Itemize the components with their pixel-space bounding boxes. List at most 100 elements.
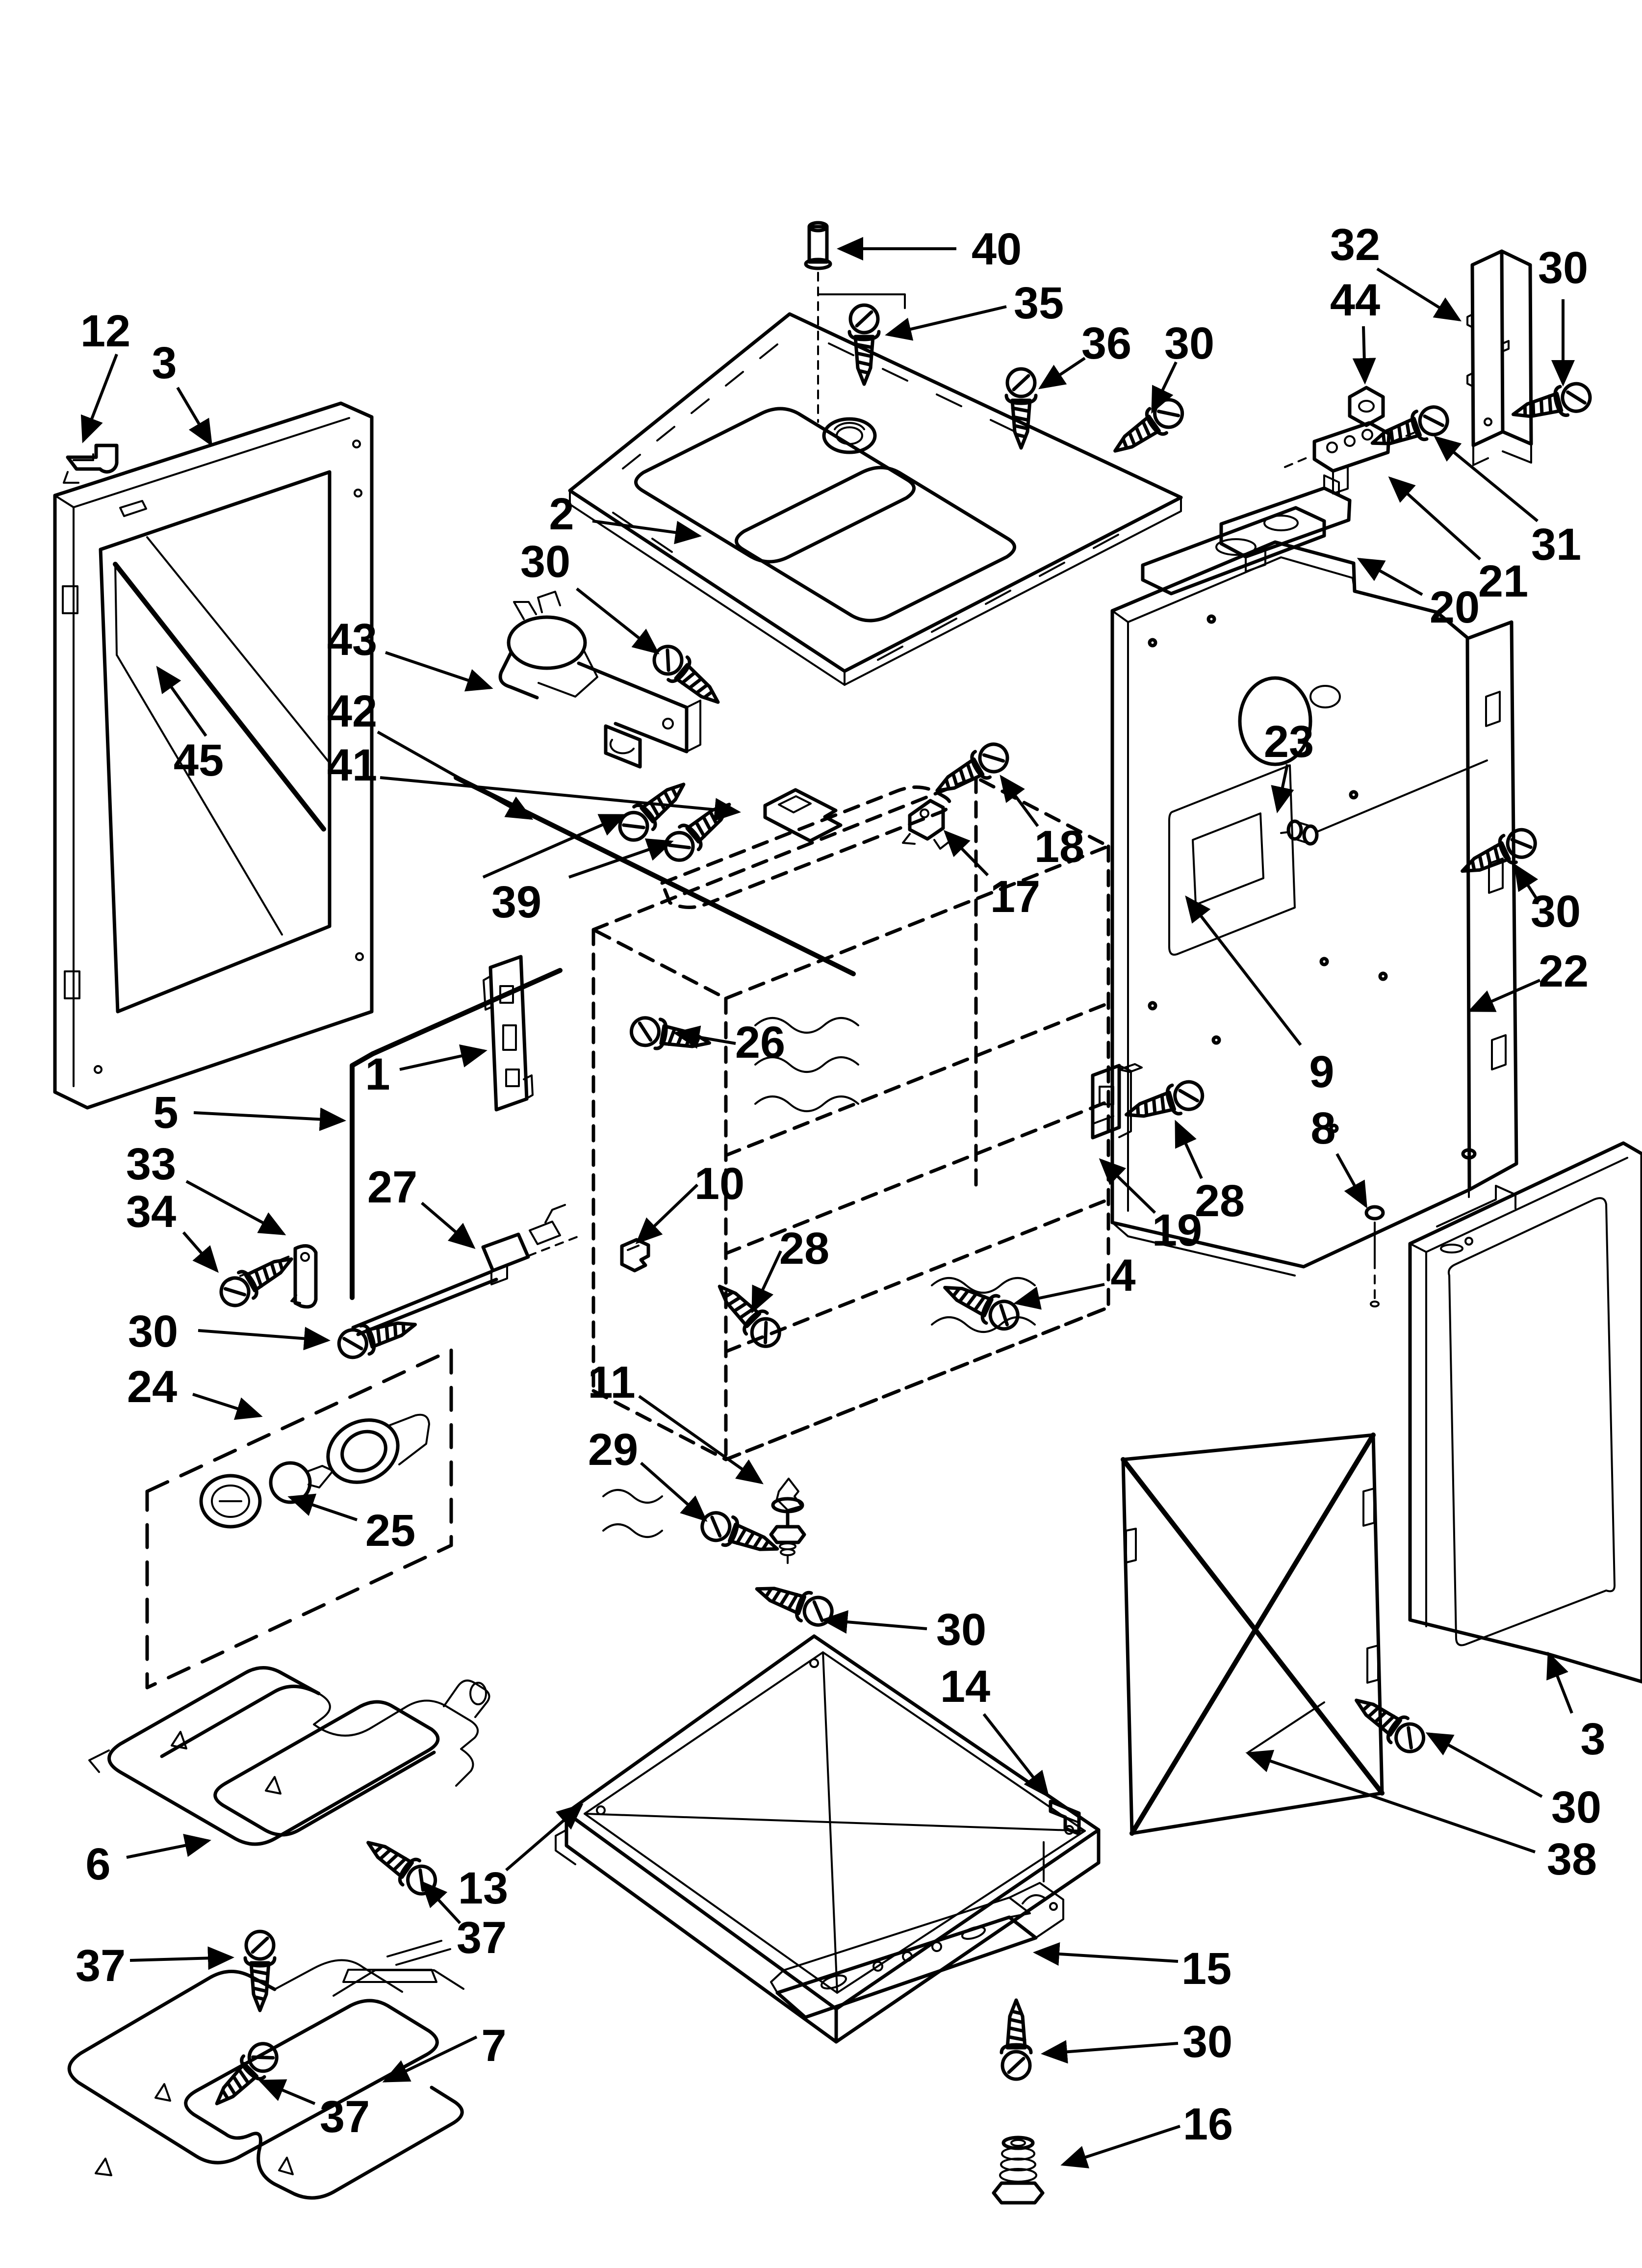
ground-bracket-19 — [1091, 1063, 1143, 1140]
spacer-nut-44 — [1348, 386, 1385, 427]
callout-29-arrow-0 — [640, 1461, 708, 1522]
callout-30-label-42: 30 — [936, 1605, 986, 1655]
callout-35-label-10: 35 — [1014, 278, 1064, 328]
callout-44-label-14: 44 — [1330, 275, 1380, 325]
callout-35-arrow-0 — [885, 305, 1007, 341]
callout-18-arrow-0 — [1000, 775, 1039, 827]
callout-36-arrow-0 — [1038, 357, 1086, 390]
callout-30-label-12: 30 — [1164, 318, 1214, 368]
callout-4-label-28: 4 — [1110, 1251, 1135, 1301]
callout-27-label-33: 27 — [367, 1162, 417, 1212]
oven-cavity — [591, 776, 1110, 1461]
callout-37-label-46: 37 — [76, 1941, 126, 1991]
callout-3-label-1: 3 — [152, 338, 177, 388]
callout-8-arrow-0 — [1335, 1153, 1367, 1209]
callout-28-label-32: 28 — [779, 1224, 829, 1274]
callout-33-label-35: 33 — [126, 1139, 176, 1189]
callout-39-arrow-1 — [568, 838, 674, 879]
callout-30-label-51: 30 — [1182, 2017, 1232, 2067]
callout-26-label-30: 26 — [735, 1017, 785, 1068]
callout-25-label-39: 25 — [365, 1506, 415, 1556]
broil-element-6 — [88, 1666, 490, 1846]
callout-33-arrow-0 — [185, 1180, 286, 1235]
cavity-insulation-waves — [602, 1017, 1036, 1538]
callout-20-label-18: 20 — [1430, 582, 1480, 632]
callout-30-arrow-0 — [576, 587, 660, 654]
callout-38-arrow-0 — [1245, 1749, 1536, 1853]
lock-plate-33 — [226, 1244, 318, 1309]
rear-panel-22 — [1110, 506, 1518, 1277]
callout-5-arrow-0 — [193, 1107, 346, 1131]
shelf-clip-10 — [620, 1238, 650, 1273]
screw-39a — [614, 773, 693, 846]
callout-11-label-40: 11 — [588, 1357, 635, 1408]
door-panel-left — [53, 401, 374, 1110]
callout-34-label-36: 34 — [126, 1187, 176, 1237]
base-panel-13 — [555, 1634, 1101, 2044]
screw-4 — [939, 1274, 1023, 1334]
callout-7-label-49: 7 — [481, 2021, 506, 2071]
motor-latch-assembly-43 — [498, 591, 701, 769]
screw-36 — [1006, 369, 1036, 448]
callout-26-arrow-0 — [673, 1025, 736, 1049]
callout-30-label-54: 30 — [1551, 1782, 1601, 1832]
side-rail-bracket-32 — [1466, 249, 1533, 466]
screw-34 — [216, 1247, 299, 1311]
leveling-leg-assembly-11 — [769, 1478, 806, 1564]
callout-4-arrow-0 — [1013, 1283, 1105, 1310]
callout-30-arrow-0 — [198, 1327, 331, 1351]
screw-30f — [1348, 1688, 1429, 1757]
callout-9-label-24: 9 — [1309, 1047, 1334, 1097]
callout-45-arrow-0 — [156, 666, 207, 737]
callout-30-label-15: 30 — [1538, 243, 1588, 293]
callout-38-label-55: 38 — [1547, 1834, 1597, 1884]
callout-1-arrow-0 — [399, 1044, 487, 1071]
bake-element-7 — [67, 1940, 464, 2200]
callout-22-arrow-0 — [1467, 979, 1541, 1012]
screw-37a — [245, 1931, 275, 2010]
callout-32-arrow-0 — [1376, 267, 1462, 322]
bottom-rail-15 — [770, 1841, 1064, 2019]
top-main-panel-2 — [568, 272, 1183, 686]
callout-15-label-50: 15 — [1181, 1944, 1232, 1994]
callout-23-label-19: 23 — [1264, 717, 1314, 767]
side-trim-rod-5 — [350, 968, 563, 1300]
callout-37-arrow-0 — [420, 1880, 462, 1925]
callout-11-arrow-0 — [638, 1395, 764, 1485]
callout-41-arrow-0 — [380, 776, 741, 822]
callout-45-label-2: 45 — [174, 735, 224, 785]
callout-21-arrow-0 — [1388, 476, 1482, 561]
callout-37-label-47: 37 — [320, 2092, 370, 2142]
callout-19-label-26: 19 — [1152, 1205, 1202, 1255]
callout-5-label-34: 5 — [153, 1088, 178, 1138]
callout-31-arrow-0 — [1434, 436, 1539, 522]
bracket-17 — [902, 799, 950, 850]
callout-20-arrow-0 — [1357, 558, 1423, 596]
keeper-bracket-41 — [763, 788, 843, 843]
screw-30a — [1106, 393, 1188, 463]
callout-18-label-21: 18 — [1034, 822, 1084, 872]
callout-28-arrow-0 — [1175, 1120, 1203, 1179]
callout-30-arrow-0 — [1151, 361, 1178, 414]
latch-plate-1 — [483, 955, 534, 1112]
callout-13-arrow-0 — [505, 1803, 584, 1872]
callout-42-arrow-0 — [377, 730, 534, 820]
callout-12-arrow-0 — [80, 353, 118, 443]
callout-6-arrow-0 — [126, 1834, 211, 1859]
screw-28a — [709, 1276, 786, 1353]
callout-30-label-4: 30 — [520, 537, 570, 587]
callout-37-label-48: 37 — [457, 1913, 507, 1963]
callout-12-label-0: 12 — [80, 306, 130, 356]
callout-2-label-3: 2 — [549, 489, 574, 539]
callout-24-label-38: 24 — [127, 1362, 177, 1412]
screw-30b — [1510, 380, 1593, 429]
callout-43-arrow-0 — [385, 651, 493, 692]
light-housing-box-24 — [145, 1348, 453, 1690]
callout-23-arrow-0 — [1271, 764, 1294, 813]
callout-21-label-17: 21 — [1478, 556, 1528, 606]
callout-31-label-16: 31 — [1531, 520, 1581, 570]
callout-14-label-43: 14 — [940, 1662, 990, 1712]
callout-16-arrow-0 — [1060, 2125, 1180, 2168]
hinge-clip-12 — [63, 443, 119, 484]
